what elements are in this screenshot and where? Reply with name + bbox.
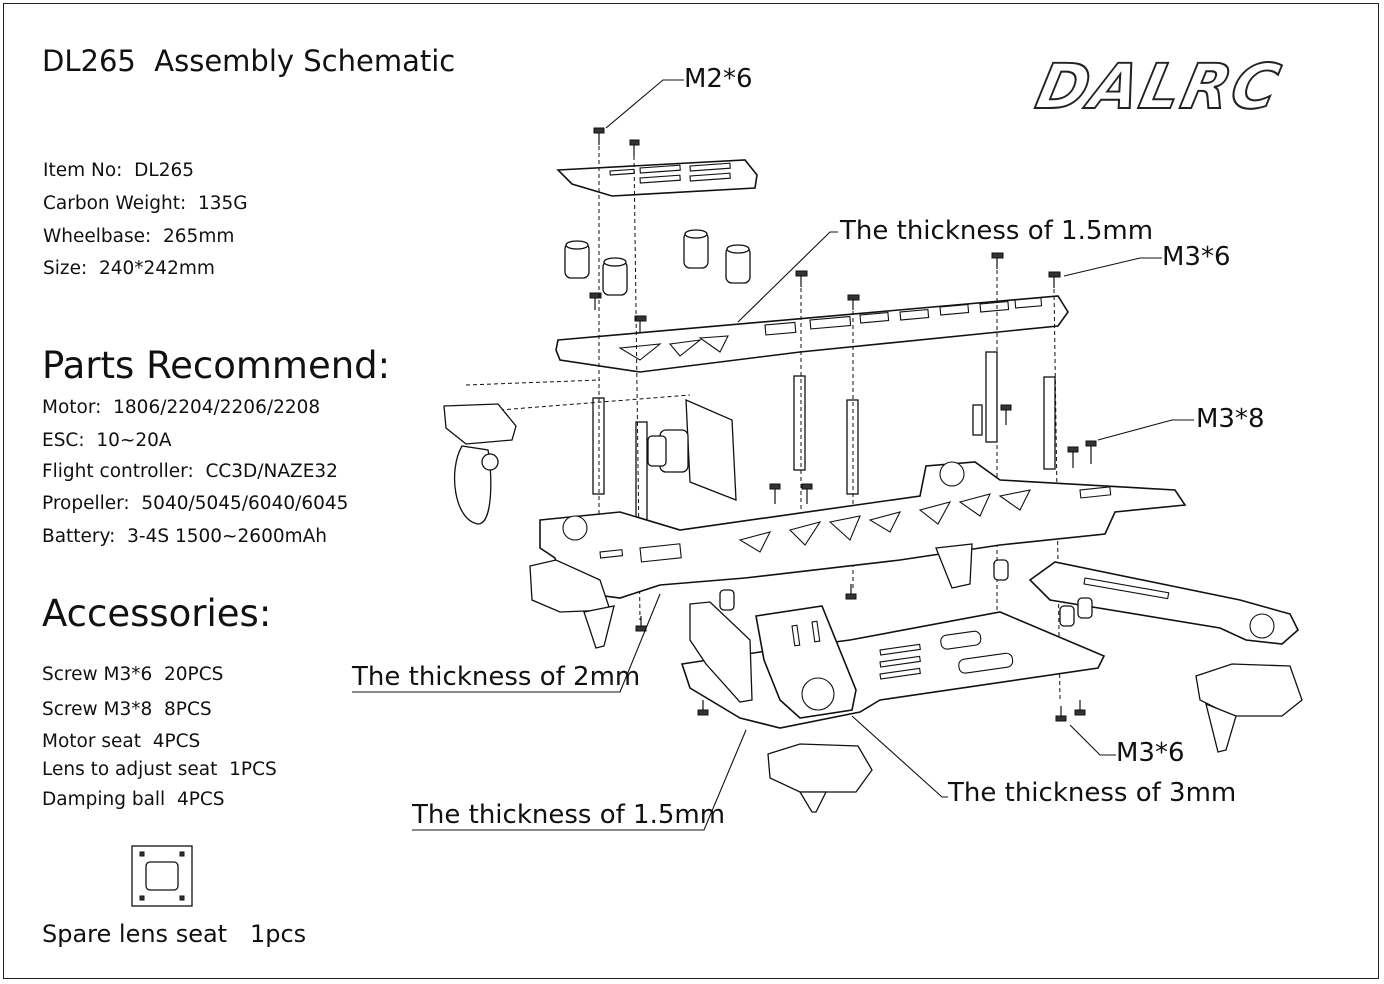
callout-thickness-top-plate: The thickness of 1.5mm: [840, 216, 1154, 246]
part-motor: Motor: 1806/2204/2206/2208: [42, 397, 321, 418]
top-battery-plate: [556, 159, 758, 197]
mid-3mm-plate: [755, 605, 857, 719]
part-flight-controller: Flight controller: CC3D/NAZE32: [42, 461, 338, 482]
callout-thickness-bottom-plate: The thickness of 1.5mm: [412, 800, 726, 830]
accessories-heading: Accessories:: [42, 592, 272, 635]
spec-wheelbase: Wheelbase: 265mm: [43, 226, 235, 247]
callout-leaders: [352, 79, 1194, 831]
lens-adjust-seat: [443, 403, 517, 525]
side-bracket: [689, 601, 753, 703]
spare-lens-seat-icon: [131, 845, 193, 907]
m3x6-screws-bottom: [635, 559, 1093, 722]
m2x6-screws: [593, 127, 640, 156]
frame-arm-right: [1028, 561, 1299, 645]
upper-frame-plate: [555, 295, 1069, 373]
drawing-frame: [3, 3, 1379, 979]
m3x6-screws-top: [589, 252, 1061, 332]
part-battery: Battery: 3-4S 1500~2600mAh: [42, 526, 328, 547]
callout-m3x6-bottom: M3*6: [1116, 738, 1185, 768]
callout-m3x6-top: M3*6: [1162, 242, 1231, 272]
accessory-screw-m3x6: Screw M3*6 20PCS: [42, 664, 224, 685]
spec-item-number: Item No: DL265: [43, 160, 195, 181]
callout-thickness-3mm-plate: The thickness of 3mm: [948, 778, 1237, 808]
damping-balls: [564, 229, 751, 296]
svg-text:DALRC: DALRC: [1030, 51, 1288, 123]
spare-lens-seat-label: Spare lens seat 1pcs: [42, 920, 307, 948]
dalrc-logo: DALRC: [1029, 50, 1289, 124]
accessory-damping-ball: Damping ball 4PCS: [42, 789, 225, 810]
callout-m2x6: M2*6: [684, 64, 753, 94]
accessory-lens-seat: Lens to adjust seat 1PCS: [42, 759, 277, 780]
main-frame-plate: [539, 461, 1187, 599]
motor-seats: [529, 543, 1303, 813]
callout-m3x8: M3*8: [1196, 404, 1265, 434]
fpv-camera: [647, 398, 737, 501]
page-title: DL265 Assembly Schematic: [42, 44, 456, 78]
m3x8-screws: [769, 404, 1097, 504]
part-esc: ESC: 10~20A: [42, 430, 172, 451]
parts-heading: Parts Recommend:: [42, 344, 391, 387]
accessory-motor-seat: Motor seat 4PCS: [42, 731, 201, 752]
spec-carbon-weight: Carbon Weight: 135G: [43, 193, 248, 214]
callout-thickness-main-plate: The thickness of 2mm: [352, 662, 641, 692]
spec-size: Size: 240*242mm: [43, 258, 215, 279]
part-propeller: Propeller: 5040/5045/6040/6045: [42, 493, 349, 514]
accessory-screw-m3x8: Screw M3*8 8PCS: [42, 699, 212, 720]
